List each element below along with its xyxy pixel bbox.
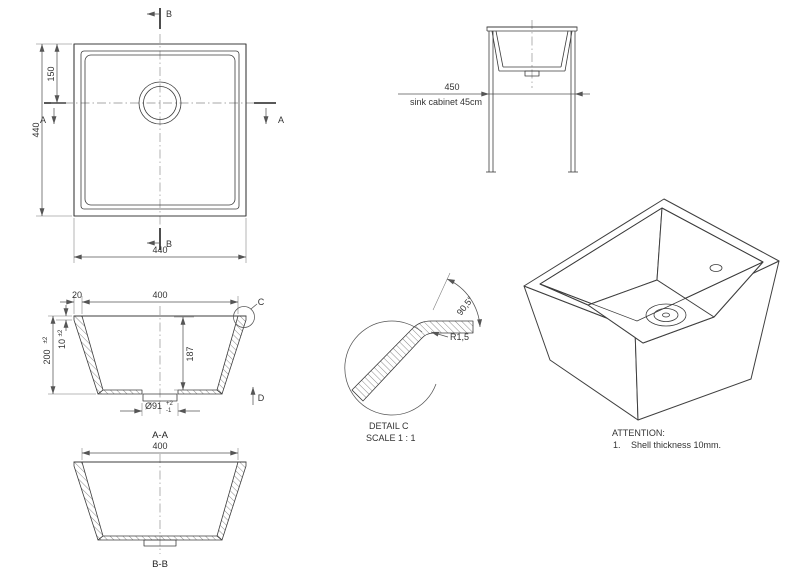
aa-dim-opening: 400 xyxy=(152,290,167,300)
aa-dim-depth: 200 xyxy=(42,349,52,364)
bb-dim-opening: 400 xyxy=(152,441,167,451)
section-aa-view: 20 400 200 ±2 10 ±2 187 Ø91 +2 -1 C D xyxy=(42,290,265,441)
note-text: Shell thickness 10mm. xyxy=(631,440,721,450)
aa-dim-shell: 10 xyxy=(57,339,67,349)
aa-dim-inner-depth: 187 xyxy=(185,346,195,361)
section-b-label-bottom: B xyxy=(166,239,172,249)
plan-view: B B A A 440 150 440 xyxy=(31,8,284,263)
cabinet-caption: sink cabinet 45cm xyxy=(410,97,482,107)
notes-title: ATTENTION: xyxy=(612,428,665,438)
attention-notes: ATTENTION: 1. Shell thickness 10mm. xyxy=(612,428,721,450)
plan-dim-drain-offset: 150 xyxy=(46,66,56,81)
note-number: 1. xyxy=(613,440,621,450)
section-a-label-right: A xyxy=(278,115,284,125)
detail-c-radius: R1,5 xyxy=(450,332,469,342)
detail-c-title: DETAIL C xyxy=(369,421,409,431)
cabinet-elevation-view: 450 sink cabinet 45cm xyxy=(398,20,590,173)
aa-dir-ref: D xyxy=(258,393,265,403)
isometric-view xyxy=(523,198,780,421)
section-aa-title: A-A xyxy=(152,430,169,441)
aa-dim-drain-tol-dn: -1 xyxy=(166,408,172,414)
plan-dim-height: 440 xyxy=(31,122,41,137)
section-b-label-top: B xyxy=(166,9,172,19)
cabinet-dim-width: 450 xyxy=(444,82,459,92)
section-bb-view: 400 B-B xyxy=(73,441,247,570)
aa-dim-drain: Ø91 xyxy=(145,401,162,411)
aa-detail-ref: C xyxy=(258,297,265,307)
overflow-hole xyxy=(709,264,723,272)
detail-c-scale: SCALE 1 : 1 xyxy=(366,433,416,443)
aa-dim-shell-tol: ±2 xyxy=(58,329,64,336)
detail-c-view: R1,5 90,5° DETAIL C SCALE 1 : 1 xyxy=(344,272,483,443)
aa-dim-rim: 20 xyxy=(72,290,82,300)
plan-dim-width: 440 xyxy=(152,245,167,255)
section-bb-title: B-B xyxy=(152,559,168,570)
aa-dim-drain-tol-up: +2 xyxy=(166,401,174,407)
aa-dim-depth-tol: ±2 xyxy=(43,336,49,343)
